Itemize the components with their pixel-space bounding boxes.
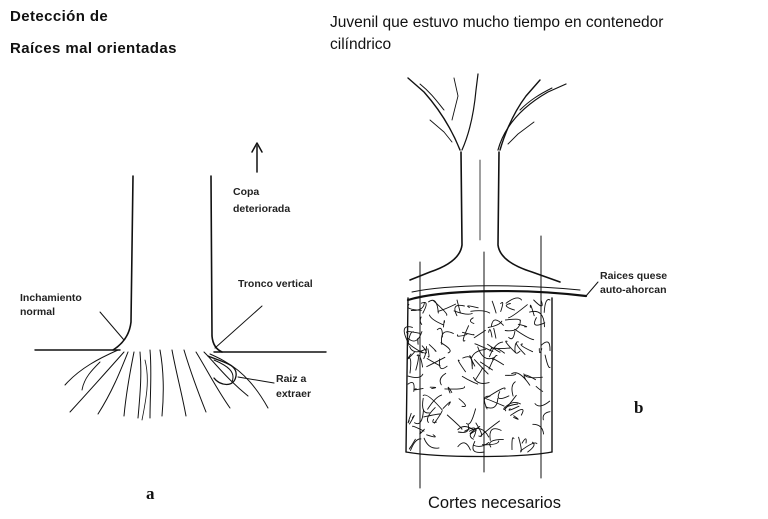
root-strand: [545, 355, 550, 367]
root-strand: [427, 435, 436, 437]
root-strand: [459, 399, 465, 407]
root-strand: [409, 439, 415, 449]
root-strand: [428, 349, 429, 357]
root-strand: [468, 306, 479, 308]
root-strand: [408, 358, 410, 373]
tree-a-drawing: [35, 143, 326, 420]
root-strand: [457, 335, 467, 337]
root-strand: [505, 374, 515, 375]
root-strand: [536, 386, 543, 391]
root-strand: [408, 374, 423, 377]
root-strand: [541, 342, 550, 351]
root-strand: [467, 409, 476, 424]
root-strand: [511, 409, 523, 415]
root-strand: [512, 382, 515, 396]
root-strand: [492, 359, 503, 365]
root-strand: [441, 343, 450, 353]
root-strand: [413, 426, 424, 431]
root-strand: [454, 311, 472, 314]
root-strand: [522, 439, 526, 443]
root-strand: [543, 412, 550, 420]
root-strand: [470, 318, 473, 324]
root-strand: [489, 355, 497, 369]
root-strand: [447, 415, 462, 429]
root-strand: [533, 424, 544, 434]
root-strand: [423, 398, 430, 413]
root-strand: [473, 441, 484, 452]
root-strand: [509, 305, 528, 318]
root-strand: [443, 402, 450, 409]
root-strand: [457, 300, 460, 313]
root-strand: [521, 344, 533, 352]
root-strand: [429, 315, 443, 325]
root-strand: [505, 319, 519, 320]
root-strand: [415, 410, 424, 424]
root-strand: [441, 332, 453, 345]
root-strand: [408, 382, 414, 391]
root-strand: [524, 374, 543, 378]
root-strand: [514, 416, 519, 420]
root-strand: [429, 300, 439, 313]
root-strand: [519, 437, 522, 452]
root-strand: [462, 332, 474, 335]
root-strand: [506, 298, 521, 303]
root-strand: [471, 311, 490, 313]
root-strand: [515, 329, 534, 339]
root-strand: [506, 304, 514, 311]
root-strand: [506, 341, 516, 353]
root-strand: [498, 392, 509, 399]
root-strand: [440, 373, 446, 384]
root-strand: [445, 387, 465, 389]
root-strand: [489, 330, 492, 338]
root-strand: [494, 328, 496, 338]
root-strand: [485, 398, 505, 406]
root-strand: [544, 300, 550, 313]
root-strand: [509, 406, 519, 410]
root-strand: [492, 301, 496, 313]
root-strand: [416, 355, 419, 370]
root-strand: [424, 438, 439, 448]
root-strand: [474, 360, 488, 374]
root-strand: [434, 411, 442, 423]
root-strand: [414, 388, 423, 389]
tangled-roots: [404, 298, 550, 453]
root-strand: [475, 368, 482, 380]
root-strand: [429, 345, 436, 352]
root-strand: [490, 429, 501, 441]
root-strand: [448, 387, 452, 393]
root-strand: [427, 357, 445, 366]
root-strand: [505, 320, 520, 331]
root-strand: [424, 414, 441, 417]
root-strand: [430, 387, 435, 388]
root-strand: [530, 311, 545, 326]
tree-b-drawing: [406, 74, 598, 488]
root-strand: [535, 401, 550, 406]
root-strand: [509, 331, 515, 338]
root-strand: [407, 332, 420, 334]
root-strand: [490, 342, 503, 357]
root-strand: [501, 302, 503, 311]
root-strand: [458, 443, 471, 450]
root-strand: [458, 360, 465, 372]
root-strand: [444, 321, 445, 327]
root-strand: [427, 359, 440, 366]
root-strand: [530, 305, 534, 316]
root-strand: [512, 438, 514, 450]
root-strand: [439, 359, 447, 369]
root-strand: [433, 300, 447, 315]
